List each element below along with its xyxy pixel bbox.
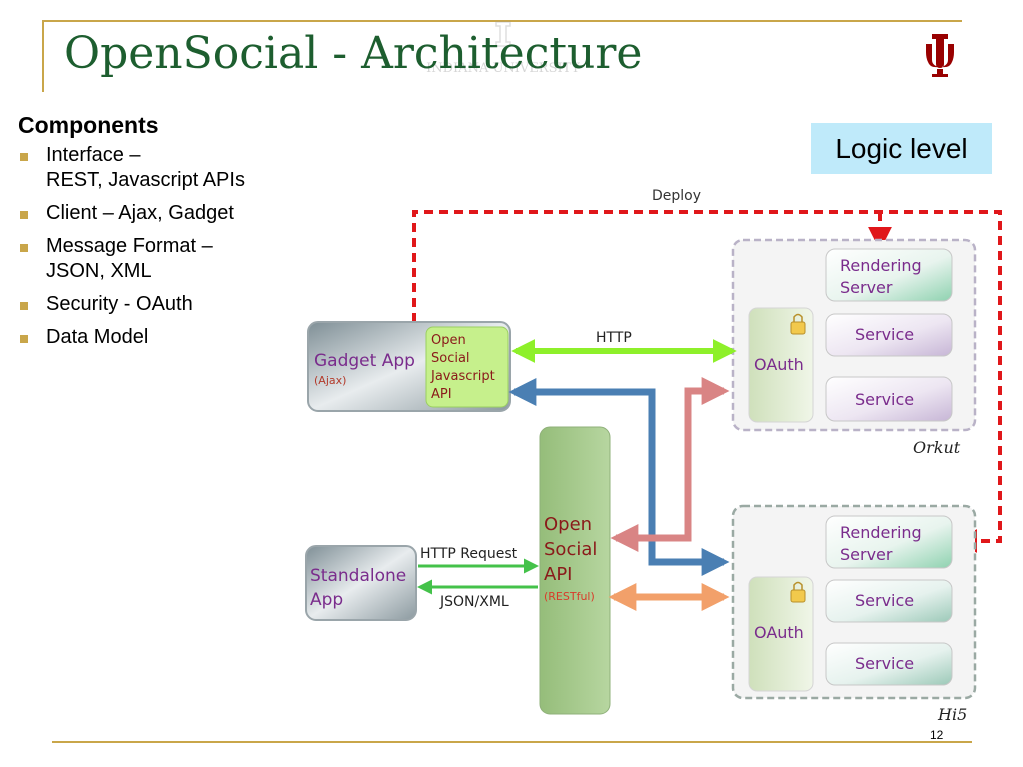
oauth-label: OAuth	[754, 355, 804, 374]
components-list: Components Interface – REST, Javascript …	[18, 112, 318, 358]
oauth-box	[748, 307, 814, 423]
pink-route-arrow	[610, 377, 730, 552]
bullet-text: Client – Ajax, Gadget	[46, 202, 234, 224]
bullet-item: Interface – REST, Javascript APIs	[18, 143, 318, 193]
gadget-app-box: Gadget App (Ajax) Open Social Javascript…	[307, 321, 511, 412]
bullet-square-icon	[20, 211, 28, 219]
service-box	[825, 579, 953, 623]
rendering-server-box	[825, 248, 953, 302]
oauth-box	[748, 576, 814, 692]
gadget-api-line: Social	[431, 351, 470, 366]
page-number: 12	[930, 728, 944, 742]
standalone-app-line: App	[310, 590, 343, 610]
rendering-server-label: Rendering	[840, 256, 922, 275]
bullet-square-icon	[20, 153, 28, 161]
bullet-square-icon	[20, 335, 28, 343]
standalone-app-line: Standalone	[310, 566, 406, 586]
opensocial-api-line: Social	[544, 539, 597, 560]
service-label: Service	[855, 654, 914, 673]
hi5-label: Hi5	[937, 705, 967, 724]
http-label: HTTP	[596, 330, 632, 346]
opensocial-api-box: Open Social API (RESTful)	[539, 426, 611, 715]
rendering-server-label: Server	[840, 545, 893, 564]
bullet-text: Message Format – JSON, XML	[46, 235, 213, 282]
json-xml-label: JSON/XML	[439, 594, 509, 610]
standalone-app-box: Standalone App	[305, 545, 417, 621]
service-box	[825, 376, 953, 422]
deploy-label: Deploy	[652, 188, 701, 204]
service-label: Service	[855, 591, 914, 610]
rendering-server-label: Server	[840, 278, 893, 297]
bullet-item: Client – Ajax, Gadget	[18, 201, 318, 226]
slide-title: OpenSocial - Architecture	[64, 28, 643, 79]
deploy-path	[412, 210, 1002, 553]
service-label: Service	[855, 325, 914, 344]
gadget-app-title: Gadget App	[314, 351, 415, 371]
rendering-server-box	[825, 515, 953, 569]
gadget-app-subtitle: (Ajax)	[314, 374, 346, 387]
bullet-square-icon	[20, 302, 28, 310]
bullet-text: Security - OAuth	[46, 293, 193, 315]
opensocial-api-subtitle: (RESTful)	[544, 590, 595, 603]
orkut-container: Rendering Server OAuth Service Service	[731, 238, 977, 432]
frame-bottom-rule	[52, 741, 972, 743]
bullet-item: Security - OAuth	[18, 292, 318, 317]
iu-trident-logo	[926, 34, 954, 77]
lock-icon	[790, 313, 806, 335]
http-request-label: HTTP Request	[420, 546, 518, 562]
service-box	[825, 313, 953, 357]
gadget-api-line: Javascript	[430, 369, 495, 384]
opensocial-api-line: Open	[544, 514, 592, 535]
bullet-square-icon	[20, 244, 28, 252]
service-box	[825, 642, 953, 686]
service-label: Service	[855, 390, 914, 409]
university-watermark: INDIANA UNIVERSITY	[426, 21, 580, 76]
bullet-text: Interface – REST, Javascript APIs	[46, 144, 245, 191]
frame-top-rule	[42, 20, 962, 22]
orkut-label: Orkut	[913, 438, 961, 457]
bullet-text: Data Model	[46, 326, 149, 348]
gadget-api-line: Open	[431, 333, 466, 348]
rendering-server-label: Rendering	[840, 523, 922, 542]
oauth-label: OAuth	[754, 623, 804, 642]
bullet-item: Data Model	[18, 325, 318, 350]
logic-level-label: Logic level	[811, 123, 992, 174]
lock-icon	[790, 581, 806, 603]
watermark-text: INDIANA UNIVERSITY	[426, 61, 580, 76]
opensocial-api-line: API	[544, 564, 572, 585]
bullet-item: Message Format – JSON, XML	[18, 234, 318, 284]
gadget-api-box	[425, 326, 509, 408]
frame-left-rule	[42, 20, 44, 92]
gadget-api-line: API	[431, 387, 452, 402]
components-heading: Components	[18, 112, 159, 138]
hi5-container: Rendering Server OAuth Service Service	[731, 504, 977, 700]
